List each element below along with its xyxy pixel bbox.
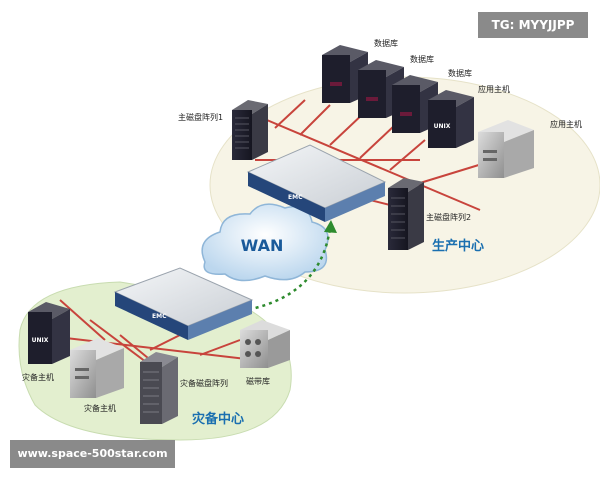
production-appliance-brand: EMC — [288, 194, 303, 201]
tape-library — [240, 320, 290, 368]
backup-host-label-a: 灾备主机 — [22, 372, 54, 382]
application-host-server — [478, 120, 534, 178]
backup-appliance-brand: EMC — [152, 313, 167, 320]
watermark-top-right: TG: MYYJJPP — [478, 12, 588, 38]
backup-disk-array-label: 灾备磁盘阵列 — [180, 378, 228, 388]
backup-storage-appliance: EMC — [113, 267, 254, 340]
database-label-3: 数据库 — [448, 68, 472, 78]
tape-library-label: 磁带库 — [246, 376, 270, 386]
backup-unix-label: UNIX — [32, 337, 49, 344]
unix-label: UNIX — [434, 123, 451, 130]
replication-arrow — [234, 227, 332, 314]
app-server-unix: UNIX — [428, 90, 474, 148]
production-storage-appliance: EMC — [246, 144, 387, 222]
backup-disk-array — [140, 352, 178, 424]
wan-cloud: WAN — [201, 203, 329, 282]
app-host-label-b: 应用主机 — [550, 119, 582, 129]
primary-disk-array-2-label: 主磁盘阵列2 — [426, 212, 471, 222]
database-label-1: 数据库 — [374, 38, 398, 48]
app-host-label-a: 应用主机 — [478, 84, 510, 94]
watermark-bottom-left: www.space-500star.com — [10, 440, 175, 468]
primary-disk-array-2 — [388, 178, 424, 250]
primary-disk-array-1 — [232, 100, 268, 160]
backup-host-unix: UNIX — [28, 302, 70, 364]
backup-host-server — [70, 338, 124, 398]
database-label-2: 数据库 — [410, 54, 434, 64]
replication-arrowhead — [324, 220, 337, 233]
backup-center-label: 灾备中心 — [192, 411, 244, 427]
primary-disk-array-1-label: 主磁盘阵列1 — [178, 112, 223, 122]
production-center-label: 生产中心 — [432, 238, 484, 254]
wan-label: WAN — [241, 236, 284, 255]
backup-host-label-b: 灾备主机 — [84, 403, 116, 413]
